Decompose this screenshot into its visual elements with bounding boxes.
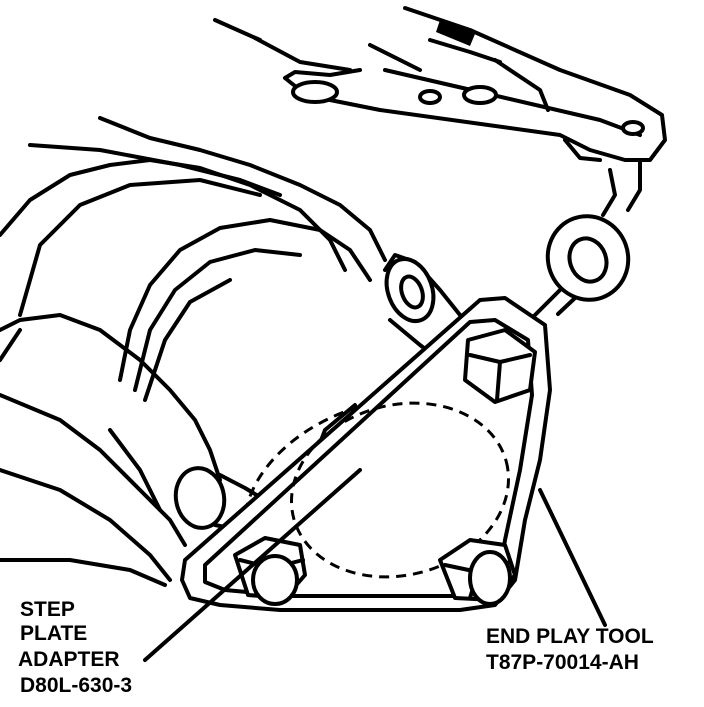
label-end-play-tool: END PLAY TOOL (486, 625, 654, 648)
transmission-housing (0, 116, 387, 587)
leader-line-step-plate (143, 468, 362, 662)
upper-roller (383, 253, 462, 362)
label-plate: PLATE (20, 622, 87, 645)
callout-step-plate-adapter: STEP PLATE ADAPTER D80L-630-3 (18, 598, 132, 697)
upper-linkage-bracket (213, 6, 667, 217)
label-step: STEP (20, 598, 75, 621)
label-part-number-d80l: D80L-630-3 (20, 674, 132, 697)
hex-bolt-bottom-right (438, 538, 517, 606)
callout-end-play-tool: END PLAY TOOL T87P-70014-AH (486, 625, 654, 674)
eye-connector (528, 214, 631, 322)
label-adapter: ADAPTER (18, 648, 120, 671)
hex-bolt-bottom-left (233, 536, 307, 606)
hex-bolt-top (463, 328, 537, 404)
leader-line-end-play-tool (538, 488, 607, 627)
label-part-number-t87p: T87P-70014-AH (486, 651, 639, 674)
